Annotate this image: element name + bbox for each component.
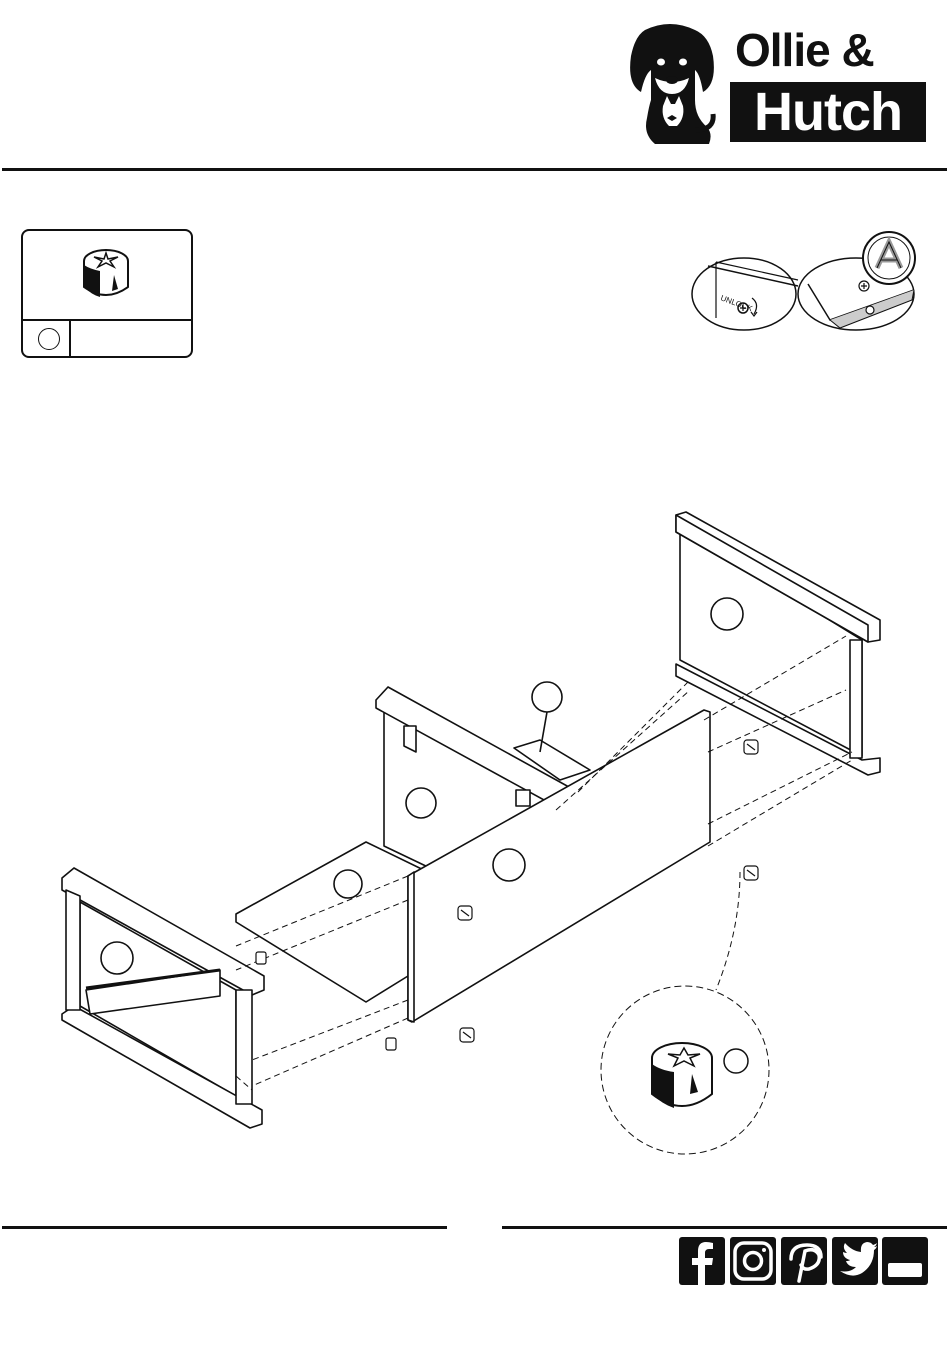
youtube-icon[interactable] <box>882 1237 928 1285</box>
part-label-circle <box>38 328 60 350</box>
part-box-divider <box>23 319 191 321</box>
cam-nut-icon <box>460 1028 474 1042</box>
cam-lock-detail-insets: UNLOCK <box>690 228 922 332</box>
panel-callout-circle <box>532 682 562 712</box>
facebook-icon[interactable] <box>679 1237 725 1285</box>
header-rule <box>2 168 947 171</box>
cam-nut-icon <box>458 906 472 920</box>
pinterest-icon[interactable] <box>781 1237 827 1285</box>
cam-nut-icon <box>386 1038 396 1050</box>
cam-lock-nut-icon <box>78 245 134 305</box>
instagram-icon[interactable] <box>730 1237 776 1285</box>
bottom-shelf <box>236 842 436 1002</box>
brand-line1: Ollie & <box>735 27 874 73</box>
dog-cat-logo-icon <box>625 22 720 147</box>
part-box-divider-vertical <box>69 319 71 356</box>
unlock-detail-icon: UNLOCK <box>692 258 798 330</box>
cam-nut-icon <box>256 952 266 964</box>
hardware-part-box <box>21 229 193 358</box>
brand-line2: Hutch <box>730 82 926 142</box>
cam-nut-zoom-callout <box>601 986 769 1154</box>
footer-rule-left <box>2 1226 447 1229</box>
footer-rule-right <box>502 1226 947 1229</box>
install-detail-icon <box>798 232 915 330</box>
cam-nut-icon <box>744 740 758 754</box>
exploded-assembly-diagram <box>50 505 890 1160</box>
cam-nut-icon <box>744 866 758 880</box>
twitter-icon[interactable] <box>832 1237 878 1285</box>
left-end-panel <box>62 868 264 1128</box>
